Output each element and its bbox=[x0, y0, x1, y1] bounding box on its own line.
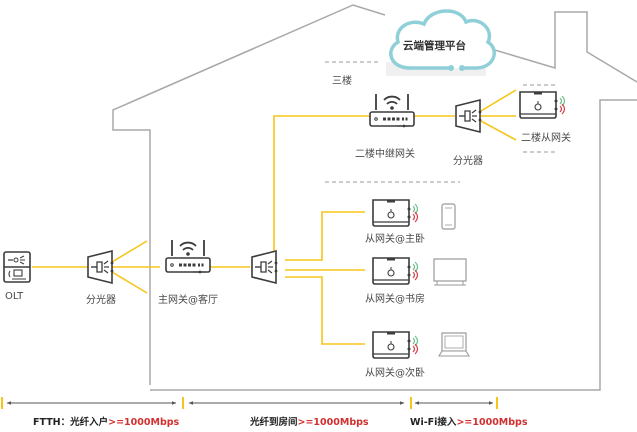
relay-gateway-label: 二楼中继网关 bbox=[355, 149, 415, 160]
sub-gateway-study-icon bbox=[372, 257, 419, 285]
laptop-icon bbox=[438, 332, 470, 357]
segment-wifi: Wi-Fi接入>=1000Mbps bbox=[410, 414, 528, 428]
segment-ftth-prefix: FTTH：光纤入户 bbox=[33, 417, 109, 428]
relay-gateway-icon bbox=[369, 93, 415, 129]
splitter-main-label: 分光器 bbox=[86, 295, 116, 306]
segment-wifi-prefix: Wi-Fi接入 bbox=[410, 417, 457, 428]
segment-fiber-room-prefix: 光纤到房间 bbox=[250, 417, 298, 428]
splitter-main-icon bbox=[87, 250, 115, 284]
segment-wifi-speed: >=1000Mbps bbox=[456, 417, 528, 428]
monitor-icon bbox=[433, 258, 467, 286]
splitter-room-icon bbox=[251, 250, 279, 284]
upper-sub-gateway-label: 二楼从网关 bbox=[521, 133, 571, 144]
house-outline bbox=[112, 4, 637, 391]
main-gateway-label: 主网关@客厅 bbox=[158, 295, 218, 306]
sub-gateway-study-label: 从网关@书房 bbox=[365, 294, 425, 305]
cloud-label: 云端管理平台 bbox=[403, 40, 466, 52]
cloud-platform bbox=[386, 9, 496, 76]
segment-ftth: FTTH：光纤入户>=1000Mbps bbox=[33, 414, 179, 428]
splitter-upper-label: 分光器 bbox=[453, 156, 483, 167]
sub-gateway-second-label: 从网关@次卧 bbox=[365, 368, 425, 379]
phone-icon bbox=[441, 203, 456, 230]
sub-gateway-second-icon bbox=[372, 331, 419, 359]
olt-icon bbox=[3, 251, 31, 283]
sub-gateway-master-icon bbox=[372, 199, 419, 227]
sub-gateway-master-label: 从网关@主卧 bbox=[365, 234, 425, 245]
olt-label: OLT bbox=[5, 291, 24, 302]
segment-ftth-speed: >=1000Mbps bbox=[108, 417, 180, 428]
segment-markers bbox=[1, 397, 498, 409]
third-floor-label: 三楼 bbox=[332, 76, 352, 87]
segment-fiber-room-speed: >=1000Mbps bbox=[297, 417, 369, 428]
main-gateway-icon bbox=[165, 239, 211, 275]
upper-sub-gateway-icon bbox=[519, 91, 566, 119]
segment-fiber-room: 光纤到房间>=1000Mbps bbox=[250, 414, 369, 428]
splitter-upper-icon bbox=[455, 99, 483, 133]
fiber-links bbox=[32, 89, 517, 345]
